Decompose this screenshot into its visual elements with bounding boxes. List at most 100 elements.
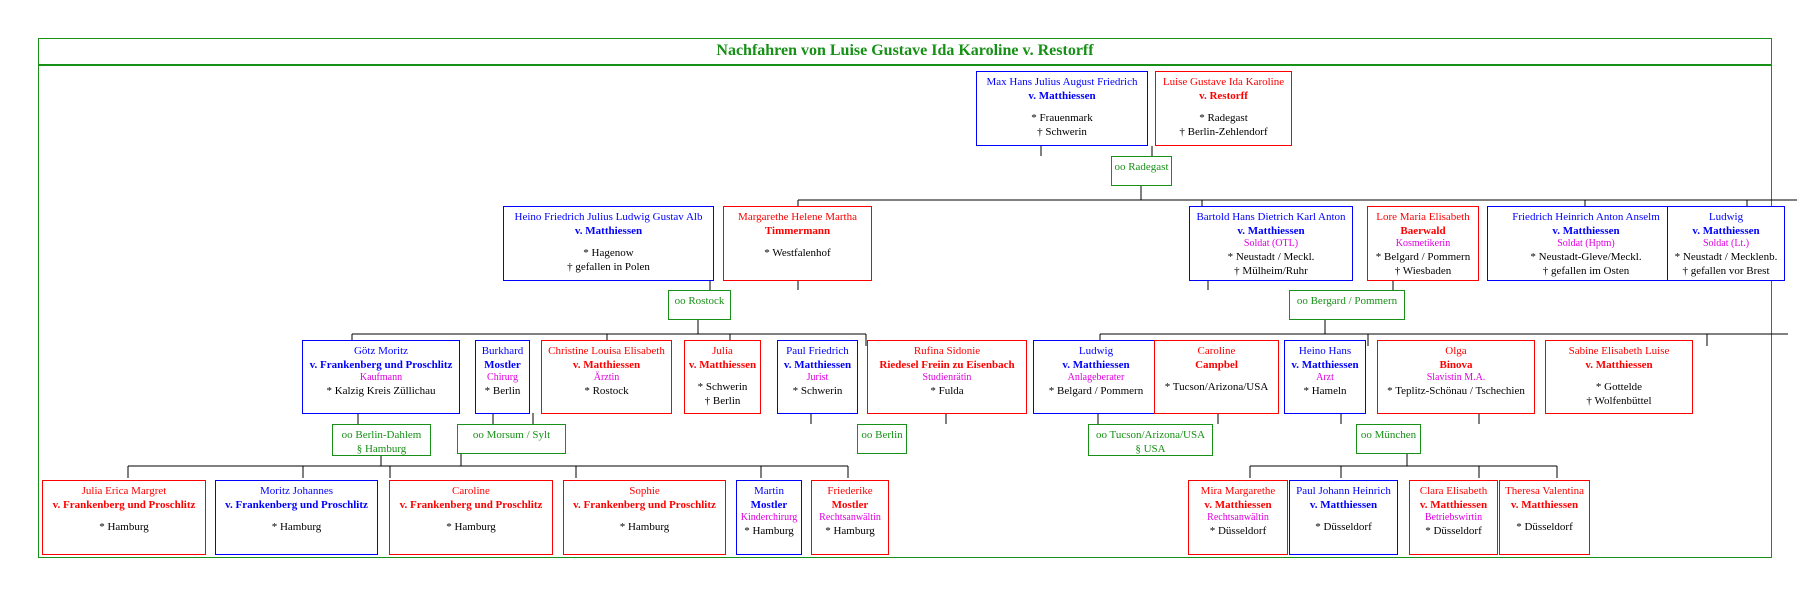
person-surname: v. Matthiessen bbox=[1692, 225, 1760, 237]
person-birth: * Radegast bbox=[1199, 112, 1248, 124]
marriage-place: oo Berlin-Dahlem bbox=[341, 429, 422, 441]
person-birth: * Rostock bbox=[584, 385, 629, 397]
person-birth: * Düsseldorf bbox=[1425, 525, 1482, 537]
person-occupation: Slavistin M.A. bbox=[1426, 372, 1486, 383]
person-occupation: Rechtsanwältin bbox=[819, 512, 881, 523]
person-surname: v. Matthiessen bbox=[1028, 90, 1096, 102]
marriage-place: oo Rostock bbox=[674, 295, 725, 307]
person-surname: Timmermann bbox=[764, 225, 831, 237]
person-given-name: Caroline bbox=[452, 485, 490, 497]
person-occupation: Soldat (Hptm) bbox=[1557, 238, 1615, 249]
person-surname: Campbel bbox=[1195, 359, 1238, 371]
marriage-box: oo Bergard / Pommern bbox=[1289, 290, 1405, 320]
marriage-box: oo Berlin-Dahlem § Hamburg bbox=[332, 424, 431, 456]
person-birth: * Neustadt / Mecklenb. bbox=[1674, 251, 1778, 263]
person-death: † gefallen vor Brest bbox=[1682, 265, 1770, 277]
person-occupation: Anlageberater bbox=[1067, 372, 1125, 383]
person-surname: v. Restorff bbox=[1199, 90, 1248, 102]
person-surname: v. Frankenberg und Proschlitz bbox=[52, 499, 196, 511]
marriage-box: oo Radegast bbox=[1111, 156, 1172, 186]
person-birth: * Kalzig Kreis Züllichau bbox=[326, 385, 436, 397]
connector bbox=[1040, 146, 1153, 156]
person-given-name: Heino Friedrich Julius Ludwig Gustav Alb bbox=[514, 211, 703, 223]
person-given-name: Lore Maria Elisabeth bbox=[1376, 211, 1470, 223]
person-occupation: Betriebswirtin bbox=[1424, 512, 1483, 523]
marriage-box: oo Tucson/Arizona/USA§ USA bbox=[1088, 424, 1213, 456]
person-given-name: Clara Elisabeth bbox=[1419, 485, 1488, 497]
person-birth: * Düsseldorf bbox=[1315, 521, 1372, 533]
person-birth: * Belgard / Pommern bbox=[1048, 385, 1144, 397]
marriage-place: oo Morsum / Sylt bbox=[472, 429, 551, 441]
person-surname: v. Matthiessen bbox=[1204, 499, 1272, 511]
person-given-name: Max Hans Julius August Friedrich bbox=[986, 76, 1138, 88]
person-given-name: Christine Louisa Elisabeth bbox=[548, 345, 665, 357]
person-surname: Mostler bbox=[750, 499, 788, 511]
person-birth: * Hamburg bbox=[825, 525, 875, 537]
person-birth: * Hamburg bbox=[744, 525, 794, 537]
person-birth: * Hameln bbox=[1303, 385, 1347, 397]
person-box: Luise Gustave Ida Karoline v. Restorff * R… bbox=[1155, 71, 1292, 146]
person-death: † Schwerin bbox=[1037, 126, 1087, 138]
marriage-place: oo Bergard / Pommern bbox=[1296, 295, 1398, 307]
person-birth: * Düsseldorf bbox=[1209, 525, 1267, 537]
person-occupation: Kosmetikerin bbox=[1395, 238, 1451, 249]
person-birth: * Frauenmark bbox=[1031, 112, 1093, 124]
person-surname: v. Matthiessen bbox=[1237, 225, 1305, 237]
person-surname: v. Matthiessen bbox=[572, 359, 641, 371]
divorce-place: § Hamburg bbox=[356, 443, 407, 455]
person-birth: * Tucson/Arizona/USA bbox=[1164, 381, 1269, 393]
person-given-name: Moritz Johannes bbox=[259, 485, 333, 497]
person-given-name: Friederike bbox=[827, 485, 873, 497]
marriage-place: oo Radegast bbox=[1114, 161, 1169, 173]
connector bbox=[709, 281, 799, 290]
person-birth: * Hagenow bbox=[583, 247, 634, 259]
connector bbox=[127, 454, 431, 478]
person-birth: * Belgard / Pommern bbox=[1375, 251, 1471, 263]
person-given-name: Rufina Sidonie bbox=[913, 345, 981, 357]
person-surname: Riedesel Freiin zu Eisenbach bbox=[879, 359, 1015, 371]
person-occupation: Studienrätin bbox=[922, 372, 972, 383]
person-given-name: Olga bbox=[1445, 345, 1467, 357]
person-death: † Wolfenbüttel bbox=[1586, 395, 1652, 407]
person-given-name: Caroline bbox=[1197, 345, 1236, 357]
person-birth: * Berlin bbox=[484, 385, 521, 397]
person-surname: Mostler bbox=[484, 359, 521, 371]
person-occupation: Chirurg bbox=[487, 372, 518, 383]
connector bbox=[389, 454, 849, 478]
person-occupation: Kaufmann bbox=[359, 372, 403, 383]
person-surname: v. Matthiessen bbox=[574, 225, 643, 237]
person-given-name: Burkhard bbox=[481, 345, 524, 357]
person-death: † Wiesbaden bbox=[1394, 265, 1452, 277]
person-given-name: Theresa Valentina bbox=[1505, 485, 1584, 497]
diagram-title: Nachfahren von Luise Gustave Ida Karolin… bbox=[38, 38, 1772, 66]
diagram-frame bbox=[38, 38, 1772, 558]
person-death: † Mülheim/Ruhr bbox=[1234, 265, 1308, 277]
person-given-name: Friedrich Heinrich Anton Anselm bbox=[1512, 211, 1660, 223]
person-given-name: Luise Gustave Ida Karoline bbox=[1162, 76, 1285, 88]
person-given-name: Ludwig bbox=[1708, 211, 1744, 223]
person-surname: v. Matthiessen bbox=[1309, 499, 1378, 511]
person-surname: v. Matthiessen bbox=[688, 359, 757, 371]
person-birth: * Neustadt / Meckl. bbox=[1227, 251, 1315, 263]
person-death: † Berlin bbox=[704, 395, 741, 407]
person-given-name: Ludwig bbox=[1078, 345, 1114, 357]
connector bbox=[810, 413, 947, 424]
marriage-box: oo Morsum / Sylt bbox=[457, 424, 566, 454]
person-birth: * Teplitz-Schönau / Tschechien bbox=[1387, 385, 1525, 397]
